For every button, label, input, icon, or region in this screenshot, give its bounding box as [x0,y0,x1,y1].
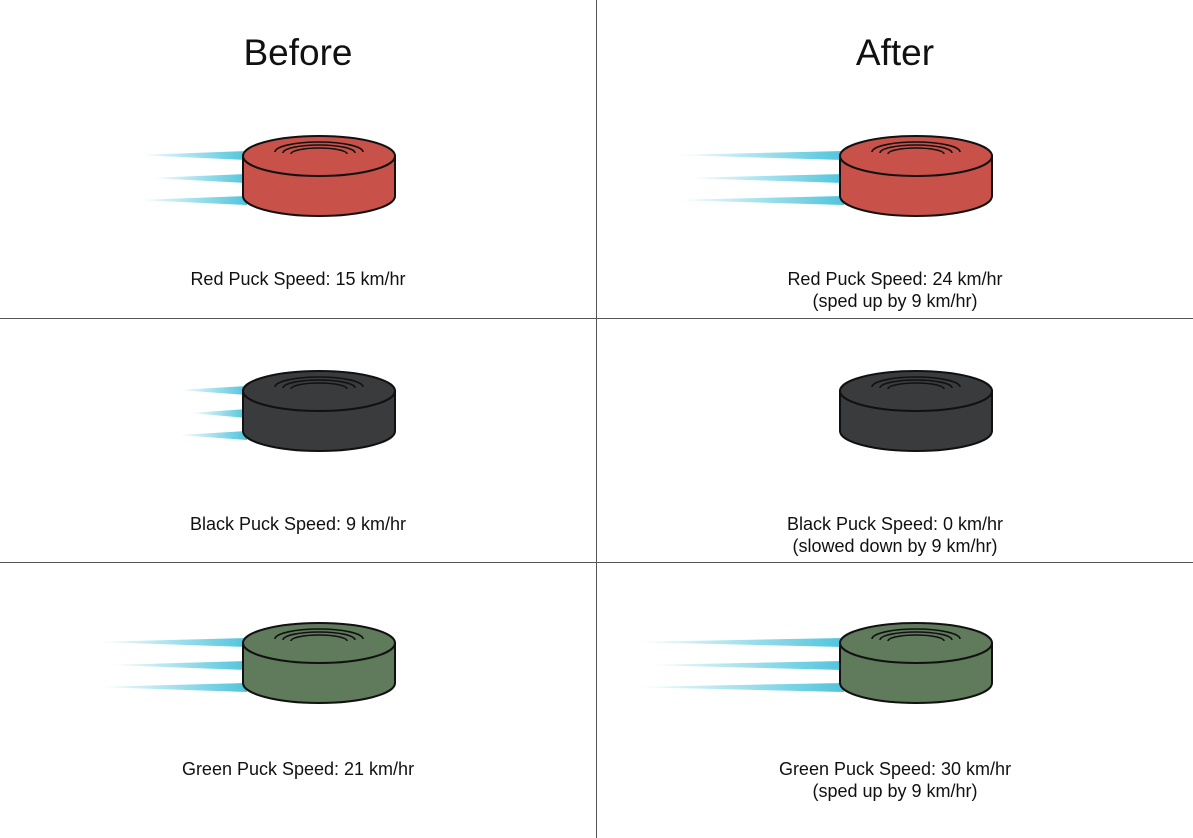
black-puck-after-label: Black Puck Speed: 0 km/hr (slowed down b… [685,513,1105,557]
change-note: (sped up by 9 km/hr) [812,291,978,311]
row-divider [0,318,1193,319]
black-puck-after [839,370,993,452]
red-puck-after-label: Red Puck Speed: 24 km/hr (sped up by 9 k… [685,268,1105,312]
speed-label: Green Puck Speed: 30 km/hr [778,759,1012,779]
speed-label: Black Puck Speed: 0 km/hr [786,514,1004,534]
green-puck-before [96,622,396,704]
speed-trail [149,174,247,183]
speed-label: Black Puck Speed: 9 km/hr [189,514,407,534]
puck-body [839,135,993,217]
speed-trail [672,151,844,160]
puck-body [242,135,396,217]
speed-trail [96,683,247,692]
black-puck-before-label: Black Puck Speed: 9 km/hr [88,513,508,535]
red-puck-before [137,135,396,217]
speed-trail [672,196,844,205]
green-puck-after-label: Green Puck Speed: 30 km/hr (sped up by 9… [685,758,1105,802]
speed-label: Red Puck Speed: 24 km/hr [787,269,1003,289]
speed-label: Green Puck Speed: 21 km/hr [181,759,415,779]
speed-trail [177,386,247,395]
black-puck-before [177,370,396,452]
red-puck-after [672,135,993,217]
speed-trail [108,661,247,670]
red-puck-before-label: Red Puck Speed: 15 km/hr [88,268,508,290]
green-puck-before-label: Green Puck Speed: 21 km/hr [88,758,508,780]
speed-trail [189,409,247,418]
green-puck-after [632,622,993,704]
column-divider [596,0,597,838]
speed-trail [137,151,247,160]
before-heading: Before [243,32,353,73]
speed-label: Red Puck Speed: 15 km/hr [190,269,406,289]
puck-body [242,622,396,704]
speed-trail [96,638,247,647]
puck-body [242,370,396,452]
speed-trail [684,174,844,183]
change-note: (sped up by 9 km/hr) [812,781,978,801]
speed-trail [177,431,247,440]
puck-body [839,622,993,704]
speed-trail [632,638,844,647]
speed-trail [632,683,844,692]
change-note: (slowed down by 9 km/hr) [792,536,998,556]
speed-trail [137,196,247,205]
after-heading: After [855,32,935,73]
puck-body [839,370,993,452]
row-divider [0,562,1193,563]
speed-trail [644,661,844,670]
